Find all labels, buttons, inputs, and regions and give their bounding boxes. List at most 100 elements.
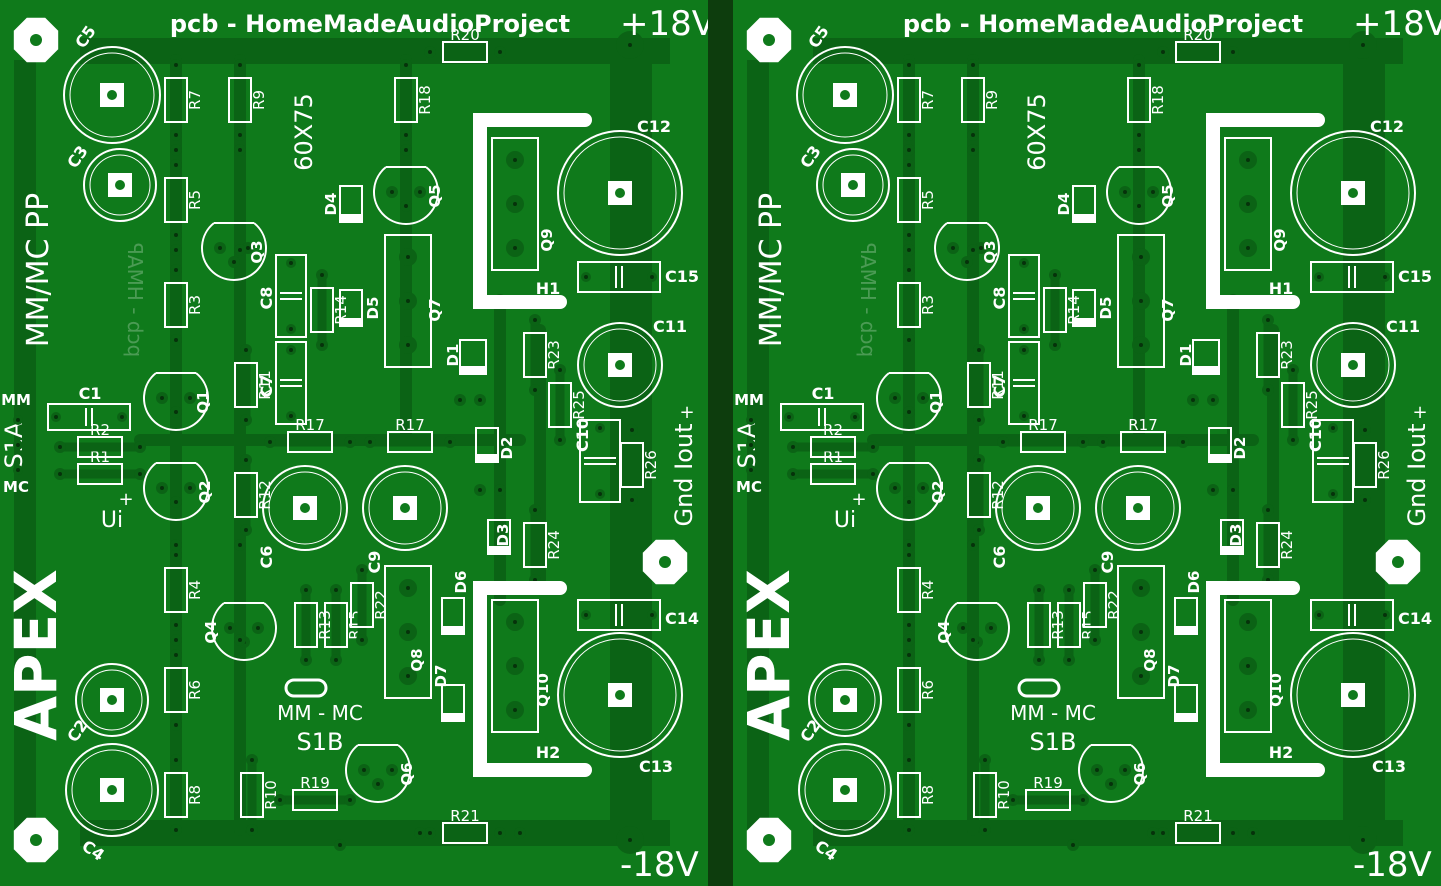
board-gap: [708, 0, 733, 886]
transistor-outline: [345, 744, 411, 803]
electrolytic-capacitor: [995, 465, 1081, 551]
transistor-label: Q6: [398, 762, 416, 785]
transistor-label: Q3: [248, 240, 266, 263]
resistor-label: R19: [1033, 774, 1063, 792]
capacitor-label: C15: [665, 267, 699, 286]
electrolytic-capacitor: [1290, 632, 1416, 758]
power-transistor: [1117, 234, 1165, 368]
diode-label: D7: [432, 665, 450, 688]
transistor-outline: [373, 166, 439, 225]
resistor-label: R6: [919, 680, 937, 700]
resistor-label: R22: [372, 590, 390, 620]
transistor-outline: [876, 462, 942, 521]
resistor-body: [1127, 77, 1151, 123]
board-name: MM/MC PP: [754, 193, 789, 347]
transistor-label: Q9: [538, 228, 556, 251]
diode-label: D3: [494, 524, 512, 547]
transistor-label: Q3: [981, 240, 999, 263]
switch-jumper: [284, 678, 328, 698]
diode-label: D3: [1227, 524, 1245, 547]
transistor-outline: [201, 222, 267, 281]
film-capacitor: [47, 403, 131, 431]
capacitor-label: C14: [665, 609, 699, 628]
resistor-body: [1027, 602, 1051, 648]
heatsink-h2-label: H2: [536, 743, 561, 762]
resistor-body: [164, 667, 188, 713]
pcb-title: pcb - HomeMadeAudioProject: [903, 10, 1303, 38]
resistor-label: R19: [300, 774, 330, 792]
capacitor-label: C10: [573, 418, 592, 452]
resistor-label: R18: [416, 85, 434, 115]
resistor-label: R9: [983, 90, 1001, 110]
resistor-label: R11: [989, 370, 1007, 400]
film-capacitor: [780, 403, 864, 431]
resistor-body: [548, 382, 572, 428]
transistor-outline: [876, 372, 942, 431]
capacitor-label: C12: [1370, 117, 1404, 136]
diode-label: D2: [498, 437, 516, 460]
resistor-label: R21: [1183, 807, 1213, 825]
resistor-body: [967, 362, 991, 408]
resistor-body: [973, 772, 997, 818]
electrolytic-capacitor: [816, 148, 890, 222]
transistor-label: Q4: [202, 620, 220, 643]
resistor-label: R8: [186, 785, 204, 805]
power-transistor: [1224, 599, 1272, 733]
resistor-body: [897, 77, 921, 123]
resistor-label: R18: [1149, 85, 1167, 115]
mc-label: MC: [3, 478, 29, 496]
transistor-label: Q5: [1159, 184, 1177, 207]
resistor-body: [1043, 287, 1067, 333]
film-capacitor: [579, 419, 621, 503]
transistor-label: Q2: [196, 480, 214, 503]
diode-label: D5: [364, 297, 382, 320]
ui-label: Ui: [101, 508, 123, 533]
mc-label: MC: [736, 478, 762, 496]
film-capacitor: [577, 261, 661, 293]
capacitor-label: C1: [812, 384, 835, 403]
capacitor-label: C10: [1306, 418, 1325, 452]
transistor-label: Q5: [426, 184, 444, 207]
resistor-body: [164, 177, 188, 223]
heatsink-h1: [473, 113, 592, 309]
transistor-outline: [1078, 744, 1144, 803]
transistor-label: Q8: [408, 648, 426, 671]
resistor-label: R9: [250, 90, 268, 110]
resistor-body: [961, 77, 985, 123]
electrolytic-capacitor: [796, 46, 894, 144]
resistor-label: R23: [545, 340, 563, 370]
pcb-layout: pcb - HomeMadeAudioProject+18V-18VMM/MC …: [0, 0, 708, 886]
electrolytic-capacitor: [557, 632, 683, 758]
film-capacitor: [1008, 341, 1040, 425]
resistor-label: R17: [395, 416, 425, 434]
diode-label: D1: [1177, 344, 1195, 367]
resistor-body: [1256, 522, 1280, 568]
capacitor-label: C6: [257, 546, 276, 569]
resistor-body: [234, 472, 258, 518]
electrolytic-capacitor: [808, 663, 882, 737]
diode-label: D5: [1097, 297, 1115, 320]
diode-label: D1: [444, 344, 462, 367]
capacitor-label: C13: [1372, 757, 1406, 776]
capacitor-label: C7: [990, 375, 1009, 398]
board-name: MM/MC PP: [21, 193, 56, 347]
heatsink-h1: [1206, 113, 1325, 309]
resistor-label: R7: [186, 90, 204, 110]
film-capacitor: [1310, 261, 1394, 293]
supply-negative-label: -18V: [1353, 845, 1432, 885]
diode-label: D4: [1055, 193, 1073, 216]
transistor-label: Q8: [1141, 648, 1159, 671]
resistor-body: [164, 772, 188, 818]
resistor-label: R3: [919, 295, 937, 315]
capacitor-label: C13: [639, 757, 673, 776]
capacitor-label: C8: [990, 287, 1009, 310]
resistor-body: [1281, 382, 1305, 428]
electrolytic-capacitor: [557, 130, 683, 256]
resistor-label: R25: [1303, 390, 1321, 420]
electrolytic-capacitor: [1310, 322, 1396, 408]
electrolytic-capacitor: [577, 322, 663, 408]
ui-plus-sign: +: [118, 489, 133, 510]
resistor-label: R8: [919, 785, 937, 805]
resistor-label: R4: [186, 580, 204, 600]
